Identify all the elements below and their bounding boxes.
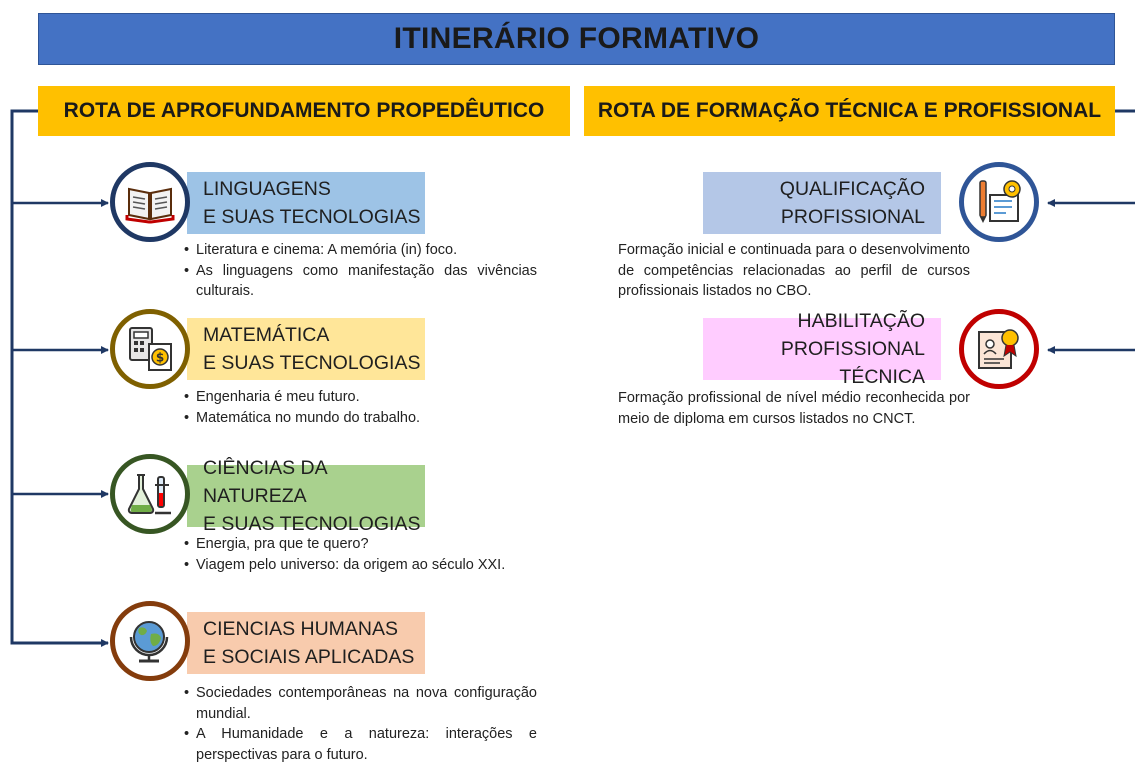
book-icon <box>110 162 190 242</box>
area-qualificacao-description: Formação inicial e continuada para o des… <box>618 242 970 299</box>
area-ciencias-natureza-line1: CIÊNCIAS DA NATUREZA <box>203 457 327 507</box>
area-ciencias-humanas-line1: CIENCIAS HUMANAS <box>203 618 399 640</box>
area-qualificacao-line2: PROFISSIONAL <box>780 206 925 228</box>
route-header-tecnica: ROTA DE FORMAÇÃO TÉCNICA E PROFISSIONAL <box>584 86 1115 136</box>
list-item: A Humanidade e a natureza: interações e … <box>183 724 537 765</box>
list-item: Energia, pra que te quero? <box>183 534 537 555</box>
list-item: Matemática no mundo do trabalho. <box>183 408 537 429</box>
area-matematica-list: Engenharia é meu futuro. Matemática no m… <box>183 387 537 428</box>
area-habilitacao-label: HABILITAÇÃO PROFISSIONAL TÉCNICA <box>703 310 941 388</box>
area-linguagens-list: Literatura e cinema: A memória (in) foco… <box>183 240 537 302</box>
route-header-propedeutico: ROTA DE APROFUNDAMENTO PROPEDÊUTICO <box>38 86 570 136</box>
area-linguagens-line2: E SUAS TECNOLOGIAS <box>203 206 421 228</box>
list-item: Sociedades contemporâneas na nova config… <box>183 683 537 724</box>
left-spine <box>10 109 109 647</box>
list-item: Literatura e cinema: A memória (in) foco… <box>183 240 537 261</box>
svg-text:$: $ <box>156 351 164 365</box>
tools-document-icon <box>959 162 1039 242</box>
area-qualificacao-label: QUALIFICAÇÃO PROFISSIONAL <box>703 172 941 234</box>
area-matematica-line2: E SUAS TECNOLOGIAS <box>203 352 421 374</box>
area-linguagens-line1: LINGUAGENS <box>203 178 331 200</box>
area-matematica-line1: MATEMÁTICA <box>203 324 330 346</box>
area-habilitacao-description: Formação profissional de nível médio rec… <box>618 390 970 427</box>
calculator-money-icon: $ <box>110 309 190 389</box>
area-ciencias-natureza-label: CIÊNCIAS DA NATUREZA E SUAS TECNOLOGIAS <box>187 457 425 535</box>
area-ciencias-humanas-line2: E SOCIAIS APLICADAS <box>203 646 415 668</box>
page-title: ITINERÁRIO FORMATIVO <box>38 13 1115 65</box>
area-ciencias-humanas-label: CIENCIAS HUMANAS E SOCIAIS APLICADAS <box>187 612 425 674</box>
area-ciencias-humanas-list: Sociedades contemporâneas na nova config… <box>183 683 537 765</box>
globe-icon <box>110 601 190 681</box>
area-linguagens-label: LINGUAGENS E SUAS TECNOLOGIAS <box>187 172 425 234</box>
list-item: Viagem pelo universo: da origem ao sécul… <box>183 555 537 576</box>
area-habilitacao-line1: HABILITAÇÃO <box>797 310 925 332</box>
area-qualificacao-line1: QUALIFICAÇÃO <box>779 178 925 200</box>
area-ciencias-natureza-line2: E SUAS TECNOLOGIAS <box>203 513 421 535</box>
list-item: As linguagens como manifestação das vivê… <box>183 261 537 302</box>
area-ciencias-natureza-list: Energia, pra que te quero? Viagem pelo u… <box>183 534 537 575</box>
list-item: Engenharia é meu futuro. <box>183 387 537 408</box>
area-habilitacao-line2: PROFISSIONAL TÉCNICA <box>780 338 925 388</box>
lab-flask-icon <box>110 454 190 534</box>
certificate-icon <box>959 309 1039 389</box>
area-matematica-label: MATEMÁTICA E SUAS TECNOLOGIAS <box>187 318 425 380</box>
